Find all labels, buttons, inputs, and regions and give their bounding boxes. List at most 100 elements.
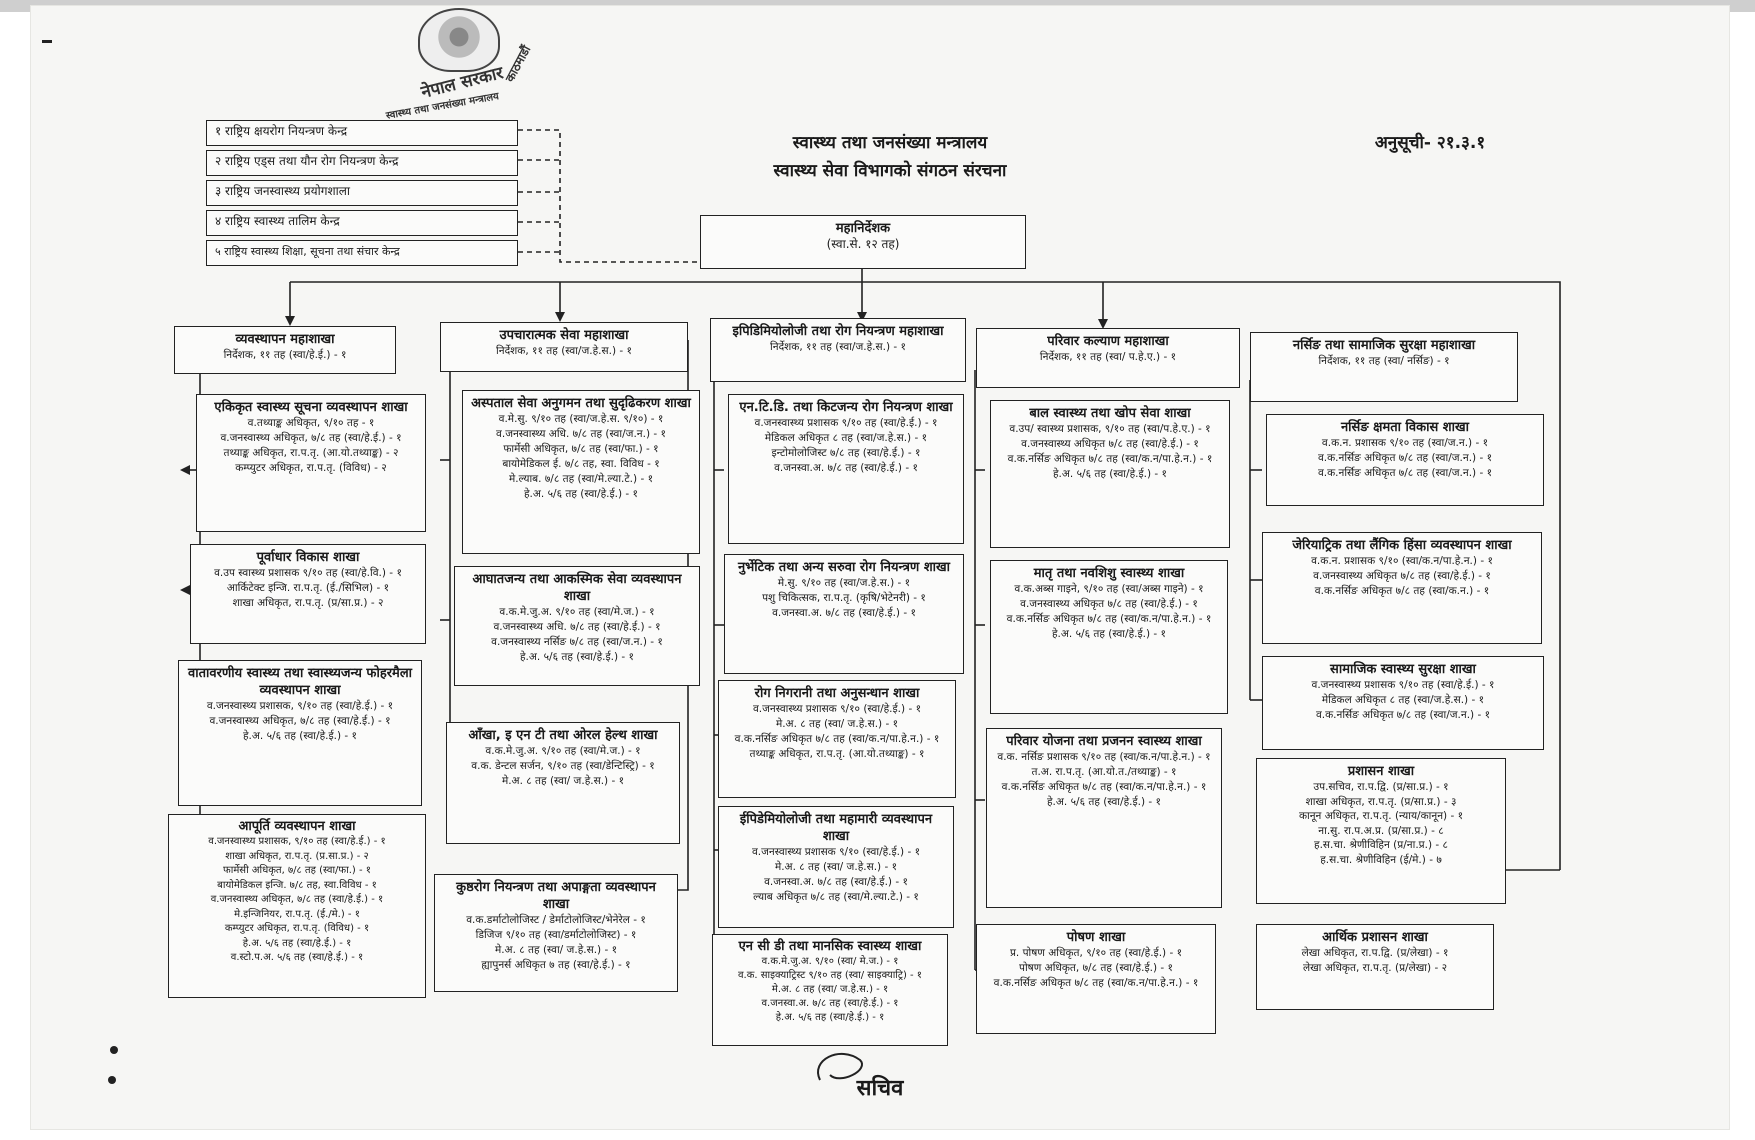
section-line: मेडिकल अधिकृत ८ तह (स्वा/ज.हे.स.) - १	[1321, 694, 1485, 706]
director-general-level: (स्वा.से. १२ तह)	[826, 237, 900, 251]
section-line: ल्याब अधिकृत ७/८ तह (स्वा/मे.ल्या.टे.) -…	[753, 891, 919, 903]
section-line: व.जनस्वास्थ्य नर्सिङ ७/८ तह (स्वा/ज.न.) …	[491, 636, 663, 648]
section-line: शाखा अधिकृत, रा.प.तृ. (प्र/सा.प्र.) - ३	[1305, 795, 1457, 808]
section-line: व.क.मे.जु.अ. ९/१० तह (स्वा/मे.ज.) - १	[485, 745, 641, 757]
section-line: व.जनस्वास्थ्य अधिकृत ७/८ तह (स्वा/हे.ई.)…	[1021, 438, 1199, 450]
section-title: बाल स्वास्थ्य तथा खोप सेवा शाखा	[1029, 406, 1191, 421]
section-line: मे.ल्याब. ७/८ तह (स्वा/मे.ल्या.टे.) - १	[508, 473, 654, 485]
section-line: व.क.नर्सिङ अधिकृत ७/८ तह (स्वा/क.न/पा.हे…	[734, 733, 940, 745]
section-line: व.जनस्वा.अ. ७/८ तह (स्वा/हे.ई.) - १	[774, 462, 918, 474]
section-line: मे.इन्जिनियर, रा.प.तृ. (ई./मे.) - १	[234, 908, 360, 920]
section-line: व.जनस्वास्थ्य अधि. ७/८ तह (स्वा/हे.ई.) -…	[493, 621, 661, 633]
section-title: ईपिडेमियोलोजी तथा महामारी व्यवस्थापन शाख…	[739, 812, 933, 844]
division-head: निर्देशक, ११ तह (स्वा/ प.हे.ए.) - १	[1039, 351, 1177, 363]
section-box: बाल स्वास्थ्य तथा खोप सेवा शाखा व.उप/ स्…	[990, 400, 1230, 548]
section-line: त.अ. रा.प.तृ. (आ.यो.त./तथ्याङ्क) - १	[1031, 766, 1177, 778]
section-line: मे.अ. ८ तह (स्वा/ ज.हे.स.) - १	[501, 775, 625, 787]
section-box: आर्थिक प्रशासन शाखा लेखा अधिकृत, रा.प.द्…	[1256, 924, 1494, 1010]
section-title: प्रशासन शाखा	[1347, 764, 1415, 779]
section-line: व.क.नर्सिङ अधिकृत ७/८ तह (स्वा/क.न.) - १	[1314, 585, 1490, 597]
section-line: व.स्टो.प.अ. ५/६ तह (स्वा/हे.ई.) - १	[230, 952, 364, 963]
scan-dot	[108, 1076, 116, 1084]
section-line: हे.अ. ५/६ तह (स्वा/हे.ई.) - १	[1052, 468, 1167, 480]
centre-box: २ राष्ट्रिय एड्स तथा यौन रोग नियन्त्रण क…	[206, 150, 518, 176]
section-line: व.उप स्वास्थ्य प्रशासक ९/१० तह (स्वा/हे.…	[214, 567, 402, 579]
section-box: प्रशासन शाखा उप.सचिव, रा.प.द्वि. (प्र/सा…	[1256, 758, 1506, 904]
centre-label: १ राष्ट्रिय क्षयरोग नियन्त्रण केन्द्र	[215, 124, 348, 138]
division-title: नर्सिङ तथा सामाजिक सुरक्षा महाशाखा	[1292, 338, 1476, 353]
section-title: आपूर्ति व्यवस्थापन शाखा	[238, 819, 356, 834]
section-title: रोग निगरानी तथा अनुसन्धान शाखा	[754, 686, 920, 701]
division-head: निर्देशक, ११ तह (स्वा/ज.हे.स.) - १	[496, 345, 632, 357]
section-line: तथ्याङ्क अधिकृत, रा.प.तृ. (आ.यो.तथ्याङ्क…	[223, 447, 399, 459]
section-line: व.उप/ स्वास्थ्य प्रशासक, ९/१० तह (स्वा/प…	[1009, 423, 1211, 435]
section-box: जेरियाट्रिक तथा लैंगिक हिंसा व्यवस्थापन …	[1262, 532, 1542, 644]
section-line: फार्मेसी अधिकृत, ७/८ तह (स्वा/फा.) - १	[503, 443, 659, 455]
section-title: वातावरणीय स्वास्थ्य तथा स्वास्थ्यजन्य फो…	[187, 666, 412, 698]
division-box: परिवार कल्याण महाशाखा निर्देशक, ११ तह (स…	[976, 328, 1240, 388]
section-box: रोग निगरानी तथा अनुसन्धान शाखा व.जनस्वास…	[718, 680, 956, 798]
section-title: नुर्भेटिक तथा अन्य सरुवा रोग नियन्त्रण श…	[737, 560, 951, 575]
centre-label: ३ राष्ट्रिय जनस्वास्थ्य प्रयोगशाला	[215, 184, 350, 198]
section-line: व.जनस्वास्थ्य प्रशासक ९/१० (स्वा/हे.ई.) …	[751, 846, 921, 858]
section-box: नुर्भेटिक तथा अन्य सरुवा रोग नियन्त्रण श…	[724, 554, 964, 674]
section-box: पूर्वाधार विकास शाखा व.उप स्वास्थ्य प्रश…	[190, 544, 426, 644]
section-line: व.जनस्वा.अ. ७/८ तह (स्वा/हे.ई.) - १	[764, 876, 908, 888]
section-line: आर्किटेक्ट इन्जि. रा.प.तृ. (ई./सिभिल) - …	[226, 582, 390, 594]
section-line: व.क.मे.जु.अ. ९/१० तह (स्वा/मे.ज.) - १	[499, 606, 655, 618]
section-line: पोषण अधिकृत, ७/८ तह (स्वा/हे.ई.) - १	[1018, 962, 1173, 974]
section-line: व.क.नर्सिङ अधिकृत ७/८ तह (स्वा/क.न/पा.हे…	[1007, 453, 1213, 465]
section-box: आँखा, इ एन टी तथा ओरल हेल्थ शाखा व.क.मे.…	[446, 722, 680, 844]
section-line: व.क.अब्स गाइने, ९/१० तह (स्वा/अब्स गाइने…	[1014, 583, 1204, 595]
section-line: व.क.डर्माटोलोजिस्ट / डेर्माटोलोजिस्ट/भेन…	[466, 914, 646, 926]
section-title: एन सी डी तथा मानसिक स्वास्थ्य शाखा	[738, 939, 922, 954]
centre-label: ४ राष्ट्रिय स्वास्थ्य तालिम केन्द्र	[215, 214, 340, 228]
section-line: बायोमेडिकल ई. ७/८ तह, स्वा. विविध - १	[502, 458, 660, 470]
section-line: उप.सचिव, रा.प.द्वि. (प्र/सा.प्र.) - १	[1313, 781, 1449, 793]
section-line: व.क.न. प्रशासक ९/१० (स्वा/क.न/पा.हे.न.) …	[1311, 555, 1493, 567]
section-box: आघातजन्य तथा आकस्मिक सेवा व्यवस्थापन शाख…	[454, 566, 700, 686]
division-box: व्यवस्थापन महाशाखा निर्देशक, ११ तह (स्वा…	[174, 326, 396, 374]
section-line: डिजिज ९/१० तह (स्वा/डर्माटोलोजिस्ट) - १	[475, 929, 637, 941]
section-line: हे.अ. ५/६ तह (स्वा/हे.ई.) - १	[1046, 796, 1161, 808]
section-box: एन सी डी तथा मानसिक स्वास्थ्य शाखा व.क.म…	[712, 934, 948, 1046]
section-line: कम्प्युटर अधिकृत, रा.प.तृ. (विविध) - १	[224, 923, 370, 934]
section-box: एन.टि.डि. तथा किटजन्य रोग नियन्त्रण शाखा…	[728, 394, 964, 544]
section-title: एकिकृत स्वास्थ्य सूचना व्यवस्थापन शाखा	[214, 400, 408, 415]
division-head: निर्देशक, ११ तह (स्वा/ नर्सिङ) - १	[1318, 355, 1450, 367]
section-line: ह.स.चा. श्रेणीविहिन (ई/मे.) - ७	[1320, 853, 1442, 866]
section-title: एन.टि.डि. तथा किटजन्य रोग नियन्त्रण शाखा	[739, 400, 953, 415]
division-head: निर्देशक, ११ तह (स्वा/हे.ई.) - १	[223, 349, 347, 361]
section-box: आपूर्ति व्यवस्थापन शाखा व.जनस्वास्थ्य प्…	[168, 814, 426, 998]
section-box: सामाजिक स्वास्थ्य सुरक्षा शाखा व.जनस्वास…	[1262, 656, 1544, 750]
section-line: मे.सु. ९/१० तह (स्वा/ज.हे.स.) - १	[777, 577, 911, 589]
section-line: व.जनस्वास्थ्य अधिकृत, ७/८ तह (स्वा/हे.ई.…	[220, 432, 402, 444]
section-box: एकिकृत स्वास्थ्य सूचना व्यवस्थापन शाखा व…	[196, 394, 426, 532]
section-line: प्र. पोषण अधिकृत, ९/१० तह (स्वा/हे.ई.) -…	[1009, 947, 1183, 959]
annex-label: अनुसूची- २१.३.१	[1374, 133, 1486, 153]
section-line: हे.अ. ५/६ तह (स्वा/हे.ई.) - १	[242, 937, 352, 949]
section-line: ना.सु. रा.प.अ.प्र. (प्र/सा.प्र.) - ८	[1318, 824, 1444, 837]
section-line: लेखा अधिकृत, रा.प.द्वि. (प्र/लेखा) - १	[1301, 947, 1449, 959]
section-title: अस्पताल सेवा अनुगमन तथा सुदृढिकरण शाखा	[471, 396, 691, 411]
section-box: नर्सिङ क्षमता विकास शाखा व.क.न. प्रशासक …	[1266, 414, 1544, 506]
section-line: हे.अ. ५/६ तह (स्वा/हे.ई.) - १	[519, 651, 634, 663]
section-line: बायोमेडिकल इन्जि. ७/८ तह, स्वा.विविध - १	[217, 879, 377, 891]
centre-box: १ राष्ट्रिय क्षयरोग नियन्त्रण केन्द्र	[206, 120, 518, 146]
division-box: इपिडिमियोलोजी तथा रोग नियन्त्रण महाशाखा …	[710, 318, 966, 382]
section-line: व.जनस्वास्थ्य प्रशासक ९/१० तह (स्वा/हे.ई…	[1311, 679, 1495, 691]
section-title: परिवार योजना तथा प्रजनन स्वास्थ्य शाखा	[1006, 734, 1202, 749]
section-line: व.जनस्वास्थ्य प्रशासक ९/१० तह (स्वा/हे.ई…	[754, 417, 938, 429]
section-box: वातावरणीय स्वास्थ्य तथा स्वास्थ्यजन्य फो…	[178, 660, 422, 806]
section-line: हे.अ. ५/६ तह (स्वा/हे.ई.) - १	[523, 488, 638, 500]
section-line: हे.अ. ५/६ तह (स्वा/हे.ई.) - १	[1051, 628, 1166, 640]
section-title: मातृ तथा नवशिशु स्वास्थ्य शाखा	[1033, 566, 1185, 581]
section-line: व.जनस्वास्थ्य अधिकृत, ७/८ तह (स्वा/हे.ई.…	[210, 894, 384, 905]
section-line: व.क. साइक्याट्रिस्ट ९/१० तह (स्वा/ साइक्…	[737, 970, 923, 981]
division-title: व्यवस्थापन महाशाखा	[235, 332, 335, 347]
section-line: मे.अ. ८ तह (स्वा/ ज.हे.स.) - १	[494, 944, 618, 956]
division-title: परिवार कल्याण महाशाखा	[1047, 334, 1169, 349]
division-title: उपचारात्मक सेवा महाशाखा	[499, 328, 629, 343]
signature-scribble-icon	[817, 1053, 863, 1081]
centre-box: ५ राष्ट्रिय स्वास्थ्य शिक्षा, सूचना तथा …	[206, 240, 518, 266]
